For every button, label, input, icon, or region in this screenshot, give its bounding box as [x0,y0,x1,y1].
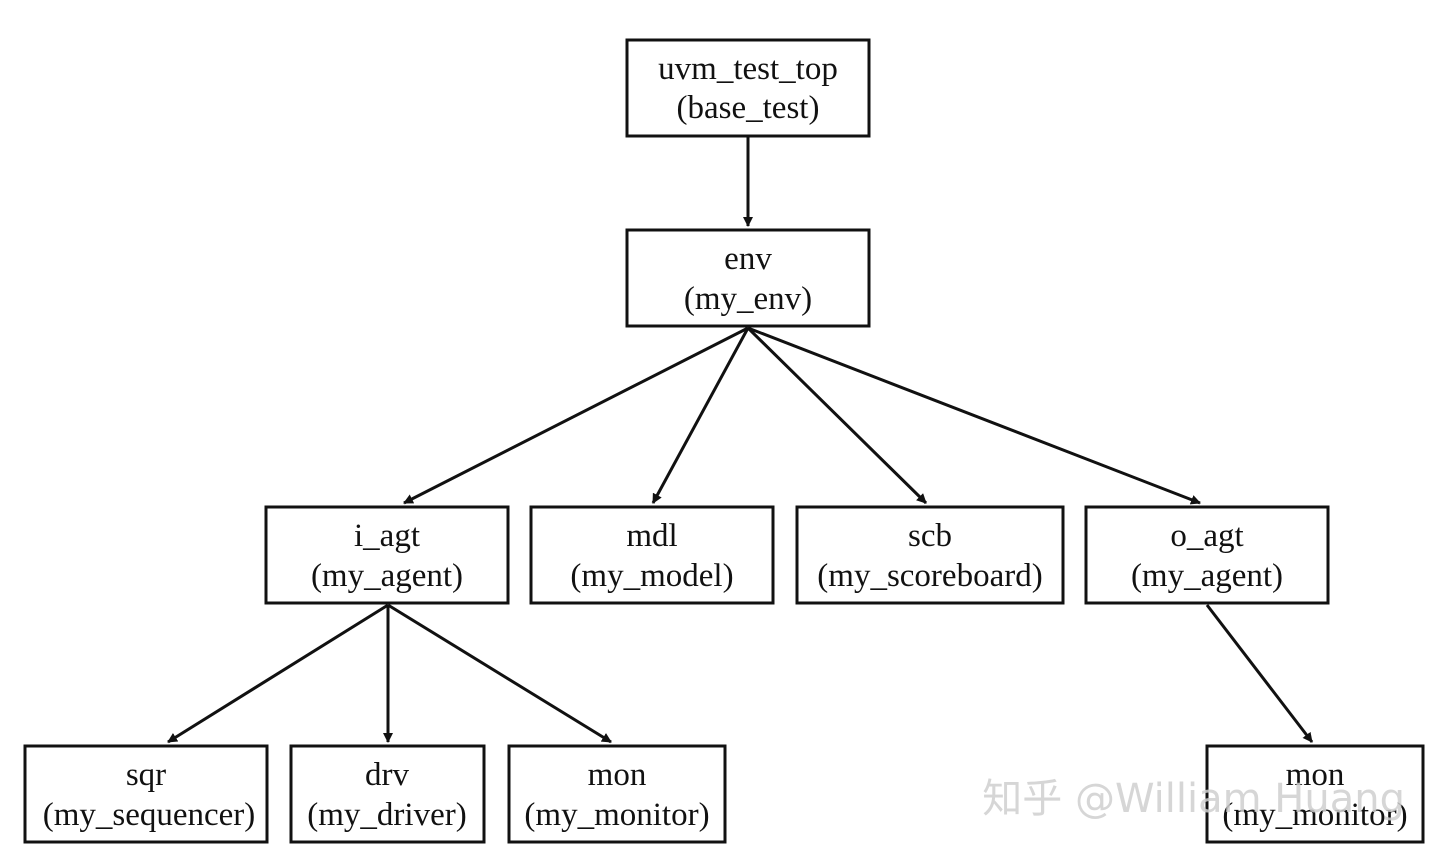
node-type: (my_agent) [311,558,463,594]
node-name: mon [588,757,647,793]
node-i-agt: i_agt (my_agent) [264,505,510,605]
edge-env-to-o-agt [747,326,1201,505]
node-uvm-test-top: uvm_test_top (base_test) [625,38,871,138]
watermark: 知乎 @William Huang [982,776,1405,822]
edges [167,137,1314,744]
edge-i-agt-to-i-mon [387,603,612,744]
node-name: mdl [626,518,677,554]
node-name: scb [908,518,952,554]
node-o-mon: mon (my_monitor) [1205,744,1425,844]
node-sqr: sqr (my_sequencer) [23,744,269,844]
node-name: env [724,241,772,277]
node-name: mon [1286,757,1345,793]
node-name: uvm_test_top [658,51,838,87]
node-scb: scb (my_scoreboard) [795,505,1065,605]
node-name: i_agt [354,518,420,554]
node-env: env (my_env) [625,228,871,328]
edge-env-to-mdl [651,327,750,504]
node-type: (my_env) [684,281,812,317]
node-o-agt: o_agt (my_agent) [1084,505,1330,605]
node-type: (my_model) [570,558,733,594]
node-type: (my_scoreboard) [817,558,1042,594]
node-mdl: mdl (my_model) [529,505,775,605]
node-type: (my_driver) [307,797,466,833]
node-type: (my_sequencer) [43,797,256,833]
edge-o-agt-to-o-mon [1205,604,1314,743]
node-name: o_agt [1170,518,1243,554]
node-i-mon: mon (my_monitor) [507,744,727,844]
node-name: sqr [126,757,166,793]
node-type: (my_agent) [1131,558,1283,594]
node-type: (base_test) [677,90,820,126]
edge-i-agt-to-sqr [167,603,389,744]
node-name: drv [365,757,409,793]
edge-env-to-i-agt [403,326,749,505]
node-type: (my_monitor) [1222,797,1407,833]
edge-env-to-scb [746,326,928,505]
node-drv: drv (my_driver) [289,744,486,844]
node-type: (my_monitor) [524,797,709,833]
